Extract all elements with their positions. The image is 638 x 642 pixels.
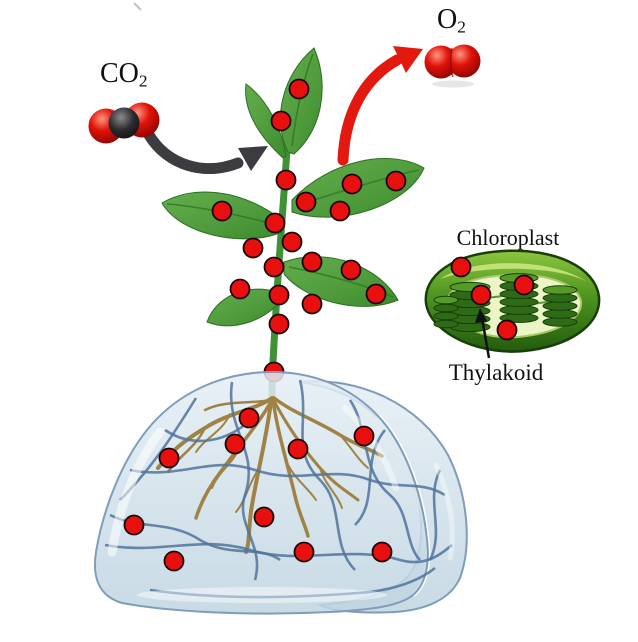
co2-label-subscript: 2 <box>138 71 148 91</box>
molecule-dot <box>123 514 145 536</box>
molecule-dot <box>242 237 264 259</box>
molecule-dot <box>238 407 260 429</box>
molecule-dot <box>371 541 393 563</box>
molecule-dot <box>341 173 363 195</box>
o2-label: O2 <box>437 6 466 36</box>
molecule-dot <box>268 284 290 306</box>
co2-label: CO2 <box>100 60 148 90</box>
gel-highlights <box>107 405 455 603</box>
molecule-dot <box>288 78 310 100</box>
molecule-dot <box>263 256 285 278</box>
molecule-dot <box>340 259 362 281</box>
molecule-dot <box>268 313 290 335</box>
scan-artifact <box>133 2 142 11</box>
molecule-dot <box>293 541 315 563</box>
o2-label-subscript: 2 <box>457 17 466 37</box>
molecule-dot <box>158 447 180 469</box>
leaf-top-main <box>280 47 323 155</box>
molecule-dot <box>275 169 297 191</box>
o2-molecule <box>424 44 481 88</box>
molecule-dot <box>287 438 309 460</box>
molecule-dot <box>365 283 387 305</box>
molecule-dot <box>329 200 351 222</box>
molecule-dot <box>353 425 375 447</box>
molecule-dot <box>211 200 233 222</box>
molecule-dot <box>264 212 286 234</box>
plant-dots <box>211 78 407 383</box>
molecule-dot <box>253 506 275 528</box>
plant-to-o2-arrow <box>337 46 423 166</box>
o2-label-main: O <box>437 4 458 35</box>
thylakoid-pointer-arrow <box>475 308 491 359</box>
molecule-dot <box>163 550 185 572</box>
molecule-dot <box>224 433 246 455</box>
molecule-dot <box>450 256 472 278</box>
leaf-top-left <box>245 83 287 159</box>
granum <box>542 285 578 327</box>
hydrogel-dome <box>94 370 468 615</box>
granum <box>433 295 459 329</box>
chloroplast-label: Chloroplast <box>456 225 560 250</box>
chloroplast-illustration <box>424 249 601 359</box>
co2-label-main: CO <box>100 58 139 89</box>
molecule-dot <box>281 231 303 253</box>
molecule-dot <box>513 274 535 296</box>
molecule-dot <box>301 251 323 273</box>
molecule-dot <box>270 110 292 132</box>
thylakoid-label: Thylakoid <box>448 360 544 385</box>
plant <box>161 47 425 400</box>
molecule-dot <box>229 278 251 300</box>
molecule-dot <box>496 319 518 341</box>
molecule-dot <box>301 293 323 315</box>
co2-to-plant-arrow <box>143 129 268 175</box>
molecule-dot <box>470 284 492 306</box>
gel-dots <box>123 407 393 572</box>
molecule-dot <box>295 191 317 213</box>
molecule-dot <box>385 170 407 192</box>
chloroplast-dots <box>450 256 535 341</box>
co2-molecule <box>88 102 160 144</box>
